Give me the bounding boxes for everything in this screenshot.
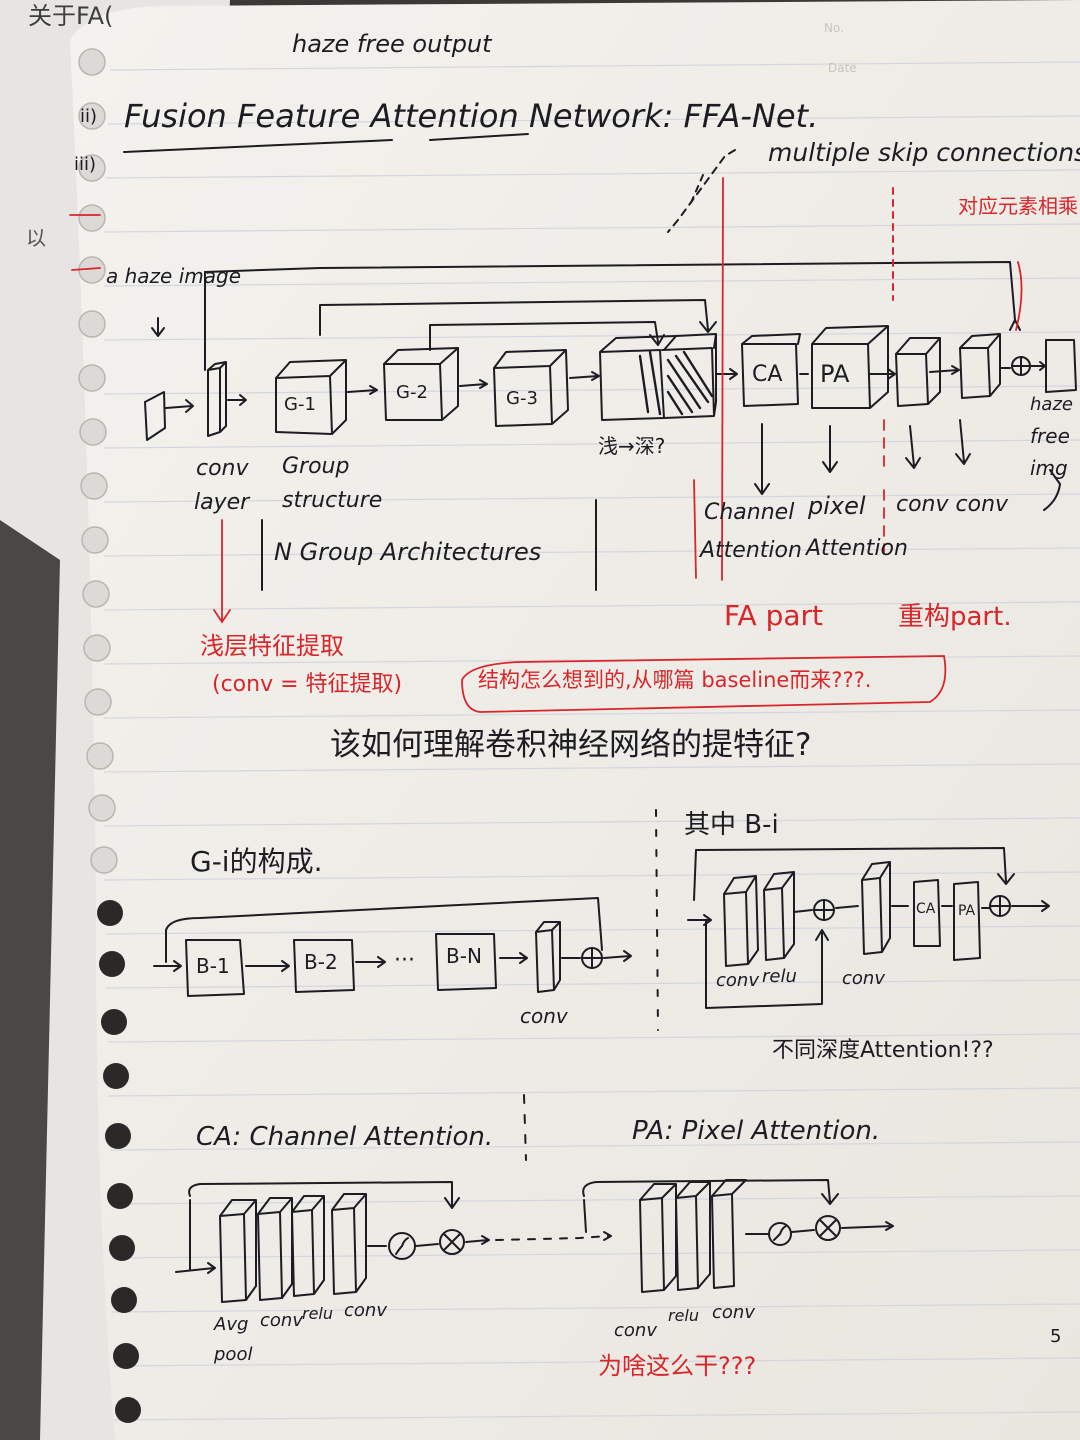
pixel-attention-label-2: Attention — [806, 536, 908, 561]
conv-conv-label: conv conv — [896, 492, 1009, 517]
gi-block-b1: B-1 — [196, 954, 230, 978]
pixel-attention-label-1: pixel — [808, 492, 866, 520]
bi-relu-label: relu — [762, 966, 797, 987]
shallow-deep-note: 浅→深? — [598, 434, 666, 458]
gi-dots: ··· — [394, 948, 415, 973]
top-output-label: haze free output — [292, 30, 492, 58]
page-number: 5 — [1050, 1326, 1062, 1347]
why-conv-question: 为啥这么干??? — [598, 1352, 757, 1380]
desk-shadow — [0, 520, 60, 1440]
margin-mark-iii: iii) — [74, 154, 97, 175]
ca-pool-label: pool — [214, 1344, 253, 1365]
output-label-haze: haze — [1030, 394, 1073, 415]
red-annotations — [69, 177, 1023, 713]
ca-conv-label: conv — [260, 1310, 303, 1331]
background-side-mark: 以 — [26, 226, 46, 250]
notebook-page — [70, 0, 1080, 1440]
ca-relu-label: relu — [302, 1304, 334, 1323]
channel-attention-label-1: Channel — [704, 500, 795, 525]
page-title: Fusion Feature Attention Network: FFA-Ne… — [124, 97, 819, 135]
shallow-feature-note-1: 浅层特征提取 — [200, 632, 344, 660]
block-g2: G-2 — [396, 382, 428, 403]
depth-attention-question: 不同深度Attention!?? — [772, 1038, 994, 1063]
feature-extraction-question: 该如何理解卷积神经网络的提特征? — [330, 727, 812, 763]
ruled-lines — [103, 61, 1080, 1421]
block-g1: G-1 — [284, 394, 316, 415]
conv-layer-label-1: conv — [196, 456, 249, 481]
skip-connections-label: multiple skip connections — [768, 138, 1080, 167]
pa-heading: PA: Pixel Attention. — [632, 1116, 881, 1146]
reconstruction-part-note: 重构part. — [898, 602, 1012, 632]
block-g3: G-3 — [506, 388, 538, 409]
output-label-img: img — [1030, 456, 1068, 480]
page-ghost-no: No. — [824, 21, 844, 35]
bi-conv-label: conv — [716, 970, 759, 991]
pa-conv-label: conv — [614, 1320, 657, 1341]
pa-conv2-label: conv — [712, 1302, 755, 1323]
gi-heading: G-i的构成. — [190, 845, 323, 878]
block-ca: CA — [752, 362, 783, 387]
ca-avg-label: Avg — [214, 1314, 249, 1335]
n-group-architectures-label: N Group Architectures — [274, 538, 542, 566]
bi-ca-label: CA — [916, 901, 936, 917]
input-label: a haze image — [106, 264, 241, 288]
output-label-free: free — [1030, 424, 1070, 448]
ca-heading: CA: Channel Attention. — [196, 1122, 494, 1152]
gi-conv-label: conv — [520, 1004, 568, 1028]
page-ghost-date: Date — [828, 61, 857, 75]
pa-relu-label: relu — [668, 1306, 700, 1325]
baseline-question: 结构怎么想到的,从哪篇 baseline而来???. — [478, 668, 872, 692]
binder-holes — [78, 48, 141, 1423]
group-structure-label-2: structure — [282, 488, 383, 513]
fa-part-note: FA part — [724, 599, 824, 632]
channel-attention-label-2: Attention — [700, 538, 802, 563]
block-pa: PA — [820, 360, 850, 388]
bi-pa-label: PA — [958, 903, 976, 919]
background-header: 关于FA( — [28, 2, 114, 30]
group-structure-label-1: Group — [282, 454, 350, 479]
gi-block-bn: B-N — [446, 944, 482, 968]
bi-conv2-label: conv — [842, 968, 885, 989]
shallow-feature-note-2: (conv = 特征提取) — [212, 672, 403, 697]
ca-conv2-label: conv — [344, 1300, 387, 1321]
gi-block-b2: B-2 — [304, 950, 338, 974]
margin-mark-ii: ii) — [80, 106, 98, 127]
architecture-diagram — [123, 133, 1077, 1303]
conv-layer-label-2: layer — [194, 490, 250, 515]
bi-heading: 其中 B-i — [684, 810, 779, 840]
elementwise-product-note: 对应元素相乘 — [958, 194, 1078, 218]
